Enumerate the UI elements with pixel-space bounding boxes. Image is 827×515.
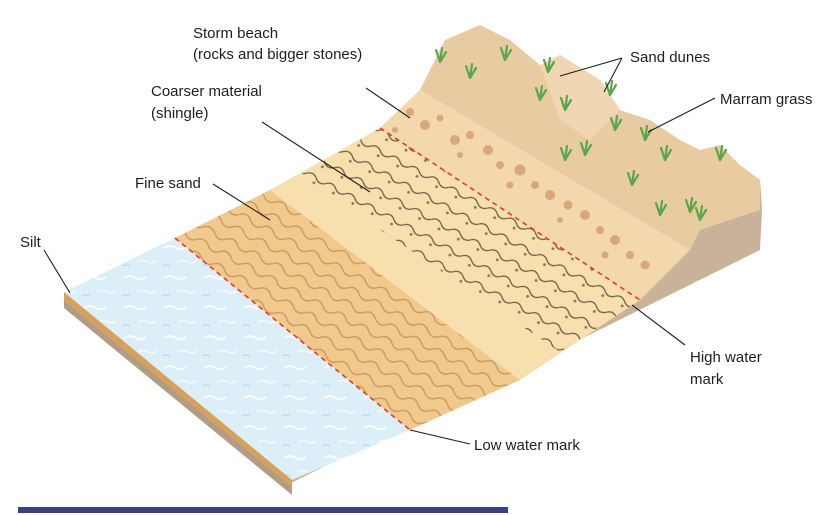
silt-leader xyxy=(43,249,71,294)
low-water-leader xyxy=(409,429,471,445)
silt-zone xyxy=(64,238,410,480)
label-high-water-mark: mark xyxy=(690,371,724,388)
label-marram-grass: Marram grass xyxy=(720,91,813,108)
label-sand-dunes: Sand dunes xyxy=(630,49,710,66)
high-water-leader xyxy=(631,304,686,346)
label-silt: Silt xyxy=(20,234,42,251)
fine-sand-ripples xyxy=(175,190,520,430)
fine-sand-leader xyxy=(212,183,271,221)
storm-beach-leader xyxy=(365,87,411,119)
coarser-leader xyxy=(261,121,371,193)
label-low-water-mark: Low water mark xyxy=(474,437,580,454)
marram-grass-tufts xyxy=(434,44,728,222)
shingle-ripples xyxy=(300,128,640,352)
dune-highlight xyxy=(540,55,620,140)
bottom-bar xyxy=(18,507,508,513)
storm-beach-stones xyxy=(392,108,650,270)
sediment-stripe xyxy=(64,292,292,487)
label-fine-sand: Fine sand xyxy=(135,175,201,192)
marram-grass-leader xyxy=(647,97,716,133)
label-storm-beach-detail: (rocks and bigger stones) xyxy=(193,46,362,63)
label-high-water: High water xyxy=(690,349,762,366)
base-layer xyxy=(64,300,292,495)
label-storm-beach: Storm beach xyxy=(193,25,278,42)
high-water-line xyxy=(379,127,641,301)
label-coarser-detail: (shingle) xyxy=(151,105,209,122)
label-coarser-material: Coarser material xyxy=(151,83,262,100)
sand-dunes-leaders xyxy=(559,57,623,93)
low-water-line xyxy=(174,237,411,431)
